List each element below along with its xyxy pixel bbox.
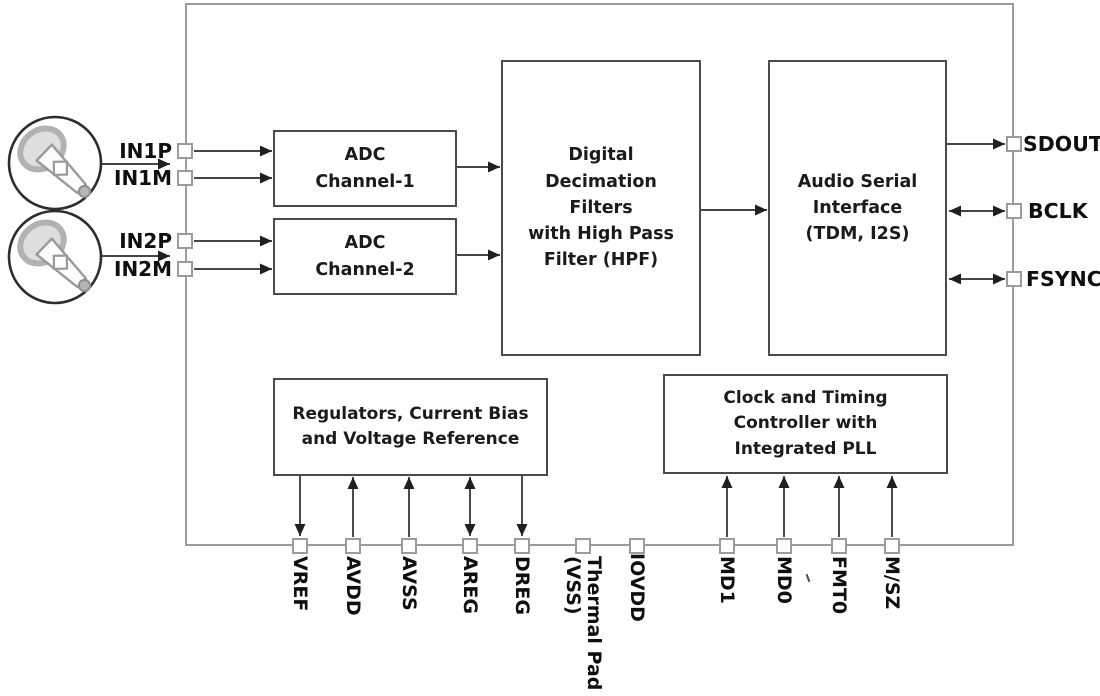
pin-in1m xyxy=(177,170,193,186)
pin-label-msz: M/SZ xyxy=(881,556,903,610)
pin-label-iovdd: IOVDD xyxy=(626,553,648,622)
pin-areg xyxy=(462,538,478,554)
pin-in2m xyxy=(177,261,193,277)
pin-iovdd xyxy=(629,538,645,554)
block-label-line: Digital xyxy=(568,145,634,166)
pin-avdd xyxy=(345,538,361,554)
pin-label-dreg: DREG xyxy=(511,556,533,615)
pin-label-sdout: SDOUT xyxy=(1023,132,1100,156)
block-digital-decimation-filters: Digital Decimation Filters with High Pas… xyxy=(501,60,701,356)
pin-label-fsync: FSYNC xyxy=(1026,267,1100,291)
pin-dreg xyxy=(514,538,530,554)
pin-label-bclk: BCLK xyxy=(1028,199,1088,223)
pin-msz xyxy=(884,538,900,554)
pin-in2p xyxy=(177,233,193,249)
block-label-line: Clock and Timing xyxy=(723,387,888,408)
pin-sdout xyxy=(1006,136,1022,152)
pin-fsync xyxy=(1006,271,1022,287)
block-label-line: (TDM, I2S) xyxy=(805,224,910,245)
block-label-line: and Voltage Reference xyxy=(301,429,520,449)
block-audio-serial-interface: Audio Serial Interface (TDM, I2S) xyxy=(768,60,947,356)
block-label-line: Filters xyxy=(569,197,633,218)
pin-label-thermal-pad-line2: (VSS) xyxy=(562,556,584,615)
block-label-line: ADC xyxy=(344,233,386,254)
block-clock-timing-controller: Clock and Timing Controller with Integra… xyxy=(663,374,948,474)
pin-in1p xyxy=(177,143,193,159)
pin-label-areg: AREG xyxy=(459,556,481,614)
block-regulators: Regulators, Current Bias and Voltage Ref… xyxy=(273,378,548,476)
block-label-line: Controller with xyxy=(733,413,878,434)
block-label-line: Regulators, Current Bias xyxy=(292,403,529,424)
pin-fmt0 xyxy=(831,538,847,554)
block-label-line: Channel-2 xyxy=(315,259,415,280)
microphone-icon xyxy=(9,211,101,303)
block-label-line: Filter (HPF) xyxy=(543,250,659,271)
pin-label-avss: AVSS xyxy=(398,556,420,611)
pin-md0 xyxy=(776,538,792,554)
input-label-in2m: IN2M xyxy=(114,257,172,281)
pin-label-thermal-pad: Thermal Pad (VSS) xyxy=(562,556,605,691)
pin-label-md0: MD0 xyxy=(773,556,795,604)
pin-md1 xyxy=(719,538,735,554)
block-label-line: Channel-1 xyxy=(315,171,415,192)
block-adc-channel-1: ADC Channel-1 xyxy=(273,130,457,207)
microphone-icon xyxy=(9,117,101,209)
pin-label-fmt0: FMT0 xyxy=(828,556,850,615)
pin-label-avdd: AVDD xyxy=(342,556,364,616)
block-label-line: Interface xyxy=(812,197,903,218)
pin-label-vref: VREF xyxy=(289,556,311,612)
stray-dash-mark xyxy=(805,573,811,583)
pin-label-thermal-pad-line1: Thermal Pad xyxy=(583,556,605,691)
block-label-line: Integrated PLL xyxy=(734,438,877,459)
block-label-line: Decimation xyxy=(545,171,657,192)
pin-avss xyxy=(401,538,417,554)
block-label-line: with High Pass xyxy=(528,224,674,245)
input-label-in2p: IN2P xyxy=(119,229,172,253)
pin-vref xyxy=(292,538,308,554)
pin-thermal-pad xyxy=(575,538,591,554)
pin-bclk xyxy=(1006,203,1022,219)
block-adc-channel-2: ADC Channel-2 xyxy=(273,218,457,295)
input-label-in1p: IN1P xyxy=(119,139,172,163)
pin-label-md1: MD1 xyxy=(716,556,738,604)
block-label-line: Audio Serial xyxy=(797,171,918,192)
block-label-line: ADC xyxy=(344,145,386,166)
input-label-in1m: IN1M xyxy=(114,166,172,190)
